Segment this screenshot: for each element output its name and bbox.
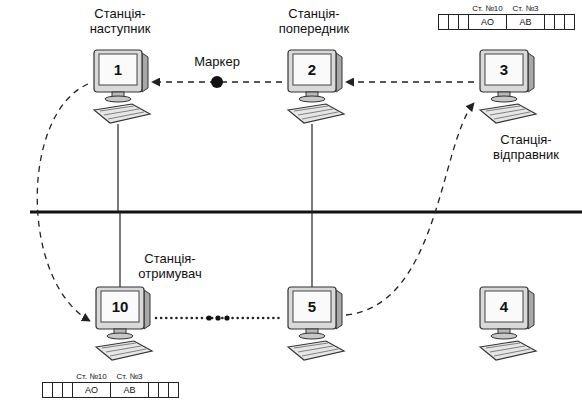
field-cell: АО xyxy=(72,382,111,398)
computer-icon xyxy=(282,285,346,365)
field-cell: АВ xyxy=(110,382,149,398)
token-path xyxy=(346,81,474,82)
field-header: Ст. №3 xyxy=(506,4,545,14)
bus-line xyxy=(30,211,582,214)
computer-icon xyxy=(474,285,538,365)
frame-table: Ст. №10АОСт. №3АВ xyxy=(438,4,575,30)
ellipsis-dot xyxy=(224,315,229,320)
computer-station: 5 xyxy=(282,285,346,365)
ellipsis-dot xyxy=(215,315,220,320)
field-cell: АВ xyxy=(506,14,545,30)
station-role: Станція-відправник xyxy=(480,132,572,162)
frame-table: Ст. №10АОСт. №3АВ xyxy=(42,372,179,398)
empty-cell xyxy=(458,14,469,30)
empty-cell xyxy=(168,382,179,398)
field-cell: АО xyxy=(468,14,507,30)
ellipsis-dot xyxy=(206,315,211,320)
computer-station: 10Станція-отримувач xyxy=(90,285,154,365)
computer-icon xyxy=(474,48,538,128)
computer-icon xyxy=(282,48,346,128)
empty-cell xyxy=(62,382,73,398)
drop-line xyxy=(311,212,312,292)
station-role: Станція-попередник xyxy=(266,6,362,36)
computer-station: 1Станція-наступник xyxy=(88,48,152,128)
drop-line xyxy=(311,124,312,212)
token-dot xyxy=(211,76,223,88)
token-label: Маркер xyxy=(192,54,242,69)
station-role: Станція-отримувач xyxy=(128,251,212,281)
computer-station: 4 xyxy=(474,285,538,365)
station-number: 10 xyxy=(101,291,139,322)
token-path xyxy=(346,103,474,315)
station-number: 3 xyxy=(485,54,523,85)
field-header: Ст. №10 xyxy=(72,372,111,382)
station-number: 5 xyxy=(293,291,331,322)
drop-line xyxy=(117,124,118,212)
station-role: Станція-наступник xyxy=(75,6,165,36)
field-header: Ст. №3 xyxy=(110,372,149,382)
computer-station: 3Станція-відправник xyxy=(474,48,538,128)
token-path xyxy=(37,84,90,321)
station-number: 1 xyxy=(99,54,137,85)
station-number: 2 xyxy=(293,54,331,85)
computer-station: 2Станція-попередник xyxy=(282,48,346,128)
field-header: Ст. №10 xyxy=(468,4,507,14)
computer-icon xyxy=(88,48,152,128)
drop-line xyxy=(119,212,120,292)
station-number: 4 xyxy=(485,291,523,322)
computer-icon xyxy=(90,285,154,365)
empty-cell xyxy=(564,14,575,30)
